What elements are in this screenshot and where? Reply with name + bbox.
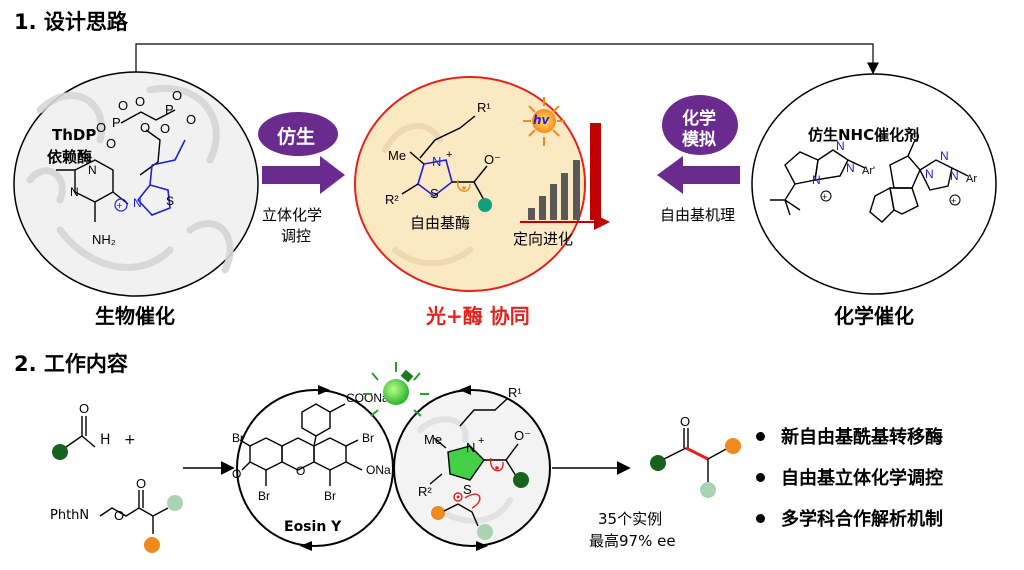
radical-mechanism-caption: 自由基机理 bbox=[660, 206, 736, 224]
biocatalysis-label: 生物催化 bbox=[95, 304, 175, 328]
svg-text:O: O bbox=[135, 94, 145, 109]
svg-text:O: O bbox=[232, 467, 241, 481]
svg-text:S: S bbox=[166, 194, 174, 208]
chem-mimic-badge-2: 模拟 bbox=[682, 130, 716, 150]
svg-text:Ar: Ar bbox=[966, 173, 977, 185]
svg-text:O⁻: O⁻ bbox=[484, 152, 501, 167]
svg-text:O: O bbox=[160, 121, 170, 136]
section2-title: 2. 工作内容 bbox=[14, 352, 128, 376]
svg-text:Br: Br bbox=[324, 489, 336, 503]
top-connector-line bbox=[135, 43, 879, 78]
svg-text:Br: Br bbox=[258, 489, 270, 503]
examples-count: 35个实例 bbox=[598, 510, 663, 528]
thdp-label: ThDP bbox=[52, 126, 97, 144]
svg-text:O: O bbox=[79, 401, 89, 416]
svg-text:R¹: R¹ bbox=[508, 385, 522, 400]
light-enzyme-synergy-label: 光+酶 协同 bbox=[426, 304, 530, 328]
right-nhc-circle: N N N Ar' + O N N N Ar + bbox=[751, 73, 997, 295]
svg-text:O⁻: O⁻ bbox=[514, 428, 531, 443]
svg-text:N: N bbox=[836, 139, 845, 153]
section1-title: 1. 设计思路 bbox=[14, 10, 128, 34]
plus-sign: + bbox=[124, 432, 136, 448]
svg-text:+: + bbox=[951, 196, 956, 206]
svg-text:S: S bbox=[463, 482, 472, 497]
svg-text:N: N bbox=[466, 440, 475, 455]
center-enzyme-circle: Me N + R¹ O⁻ S R² bbox=[354, 76, 610, 292]
svg-text:N: N bbox=[925, 167, 934, 181]
eosin-y-label: Eosin Y bbox=[284, 519, 342, 535]
highlight-item: 多学科合作解析机制 bbox=[756, 506, 943, 547]
right-arrow-graphic bbox=[657, 95, 740, 194]
nhpi-ester-reagent bbox=[99, 490, 169, 534]
svg-text:O: O bbox=[680, 414, 690, 429]
svg-text:Me: Me bbox=[424, 432, 442, 447]
directed-evolution-label: 定向进化 bbox=[513, 230, 574, 248]
bullet-dot-icon bbox=[756, 472, 765, 482]
svg-text:O: O bbox=[186, 112, 196, 127]
svg-text:COONa: COONa bbox=[346, 391, 389, 405]
svg-text:O: O bbox=[136, 476, 146, 491]
highlight-item: 自由基立体化学调控 bbox=[756, 465, 943, 506]
svg-text:+: + bbox=[822, 192, 827, 202]
stereo-control-caption-1: 立体化学 bbox=[262, 206, 323, 224]
stereo-control-caption-2: 调控 bbox=[281, 227, 312, 245]
svg-text:+: + bbox=[117, 201, 123, 212]
svg-text:Br: Br bbox=[362, 431, 374, 445]
highlight-item: 新自由基酰基转移酶 bbox=[756, 424, 943, 465]
biomimetic-badge: 仿生 bbox=[277, 126, 316, 148]
bullet-dot-icon bbox=[756, 513, 765, 523]
eosin-y-structure bbox=[239, 403, 363, 486]
svg-text:O: O bbox=[96, 120, 106, 135]
aldehyde-reagent: O bbox=[52, 401, 96, 460]
sun-icon bbox=[523, 97, 565, 146]
phosphate-p1: P bbox=[112, 115, 121, 130]
svg-text:Me: Me bbox=[388, 148, 406, 163]
svg-text:O: O bbox=[114, 508, 124, 523]
svg-text:R¹: R¹ bbox=[477, 100, 491, 115]
svg-text:R²: R² bbox=[385, 192, 399, 207]
phthn-label: PhthN bbox=[50, 508, 90, 523]
svg-text:N: N bbox=[812, 173, 821, 187]
max-ee-label: 最高97% ee bbox=[589, 532, 676, 550]
thdp-enzyme-label: 依赖酶 bbox=[47, 148, 93, 166]
svg-text:Br: Br bbox=[232, 431, 244, 445]
svg-text:O: O bbox=[911, 131, 920, 143]
left-arrow-graphic bbox=[258, 112, 345, 194]
svg-text:Ar': Ar' bbox=[862, 165, 875, 177]
nhc-catalyst-title: 仿生NHC催化剂 bbox=[808, 126, 920, 144]
bullet-dot-icon bbox=[756, 431, 765, 441]
svg-text:O: O bbox=[140, 120, 150, 135]
svg-text:N: N bbox=[432, 154, 441, 169]
svg-text:N: N bbox=[88, 163, 97, 177]
highlights-list: 新自由基酰基转移酶 自由基立体化学调控 多学科合作解析机制 bbox=[756, 424, 943, 547]
svg-text:S: S bbox=[430, 186, 439, 201]
phosphate-p2: P bbox=[165, 102, 174, 117]
svg-text:N: N bbox=[133, 196, 142, 210]
svg-text:O: O bbox=[172, 88, 182, 103]
aldehyde-h-label: H bbox=[100, 432, 111, 448]
light-bulb-icon bbox=[363, 362, 429, 417]
svg-text:O: O bbox=[296, 464, 305, 478]
light-label: hv bbox=[533, 113, 550, 127]
svg-text:R²: R² bbox=[418, 484, 432, 499]
product-structure bbox=[650, 428, 741, 498]
svg-text:+: + bbox=[478, 435, 484, 447]
svg-text:O: O bbox=[118, 98, 128, 113]
svg-text:N: N bbox=[940, 149, 949, 163]
radical-enzyme-label: 自由基酶 bbox=[410, 214, 471, 232]
svg-text:N: N bbox=[70, 185, 79, 199]
svg-text:NH₂: NH₂ bbox=[92, 232, 116, 247]
svg-text:+: + bbox=[446, 149, 452, 161]
evolution-bar-chart bbox=[520, 123, 610, 230]
chemocatalysis-label: 化学催化 bbox=[834, 304, 914, 328]
svg-text:N: N bbox=[846, 161, 855, 175]
chem-mimic-badge-1: 化学 bbox=[682, 109, 716, 129]
svg-text:O: O bbox=[106, 136, 116, 151]
svg-text:N: N bbox=[950, 169, 959, 183]
svg-text:ONa: ONa bbox=[366, 463, 391, 477]
